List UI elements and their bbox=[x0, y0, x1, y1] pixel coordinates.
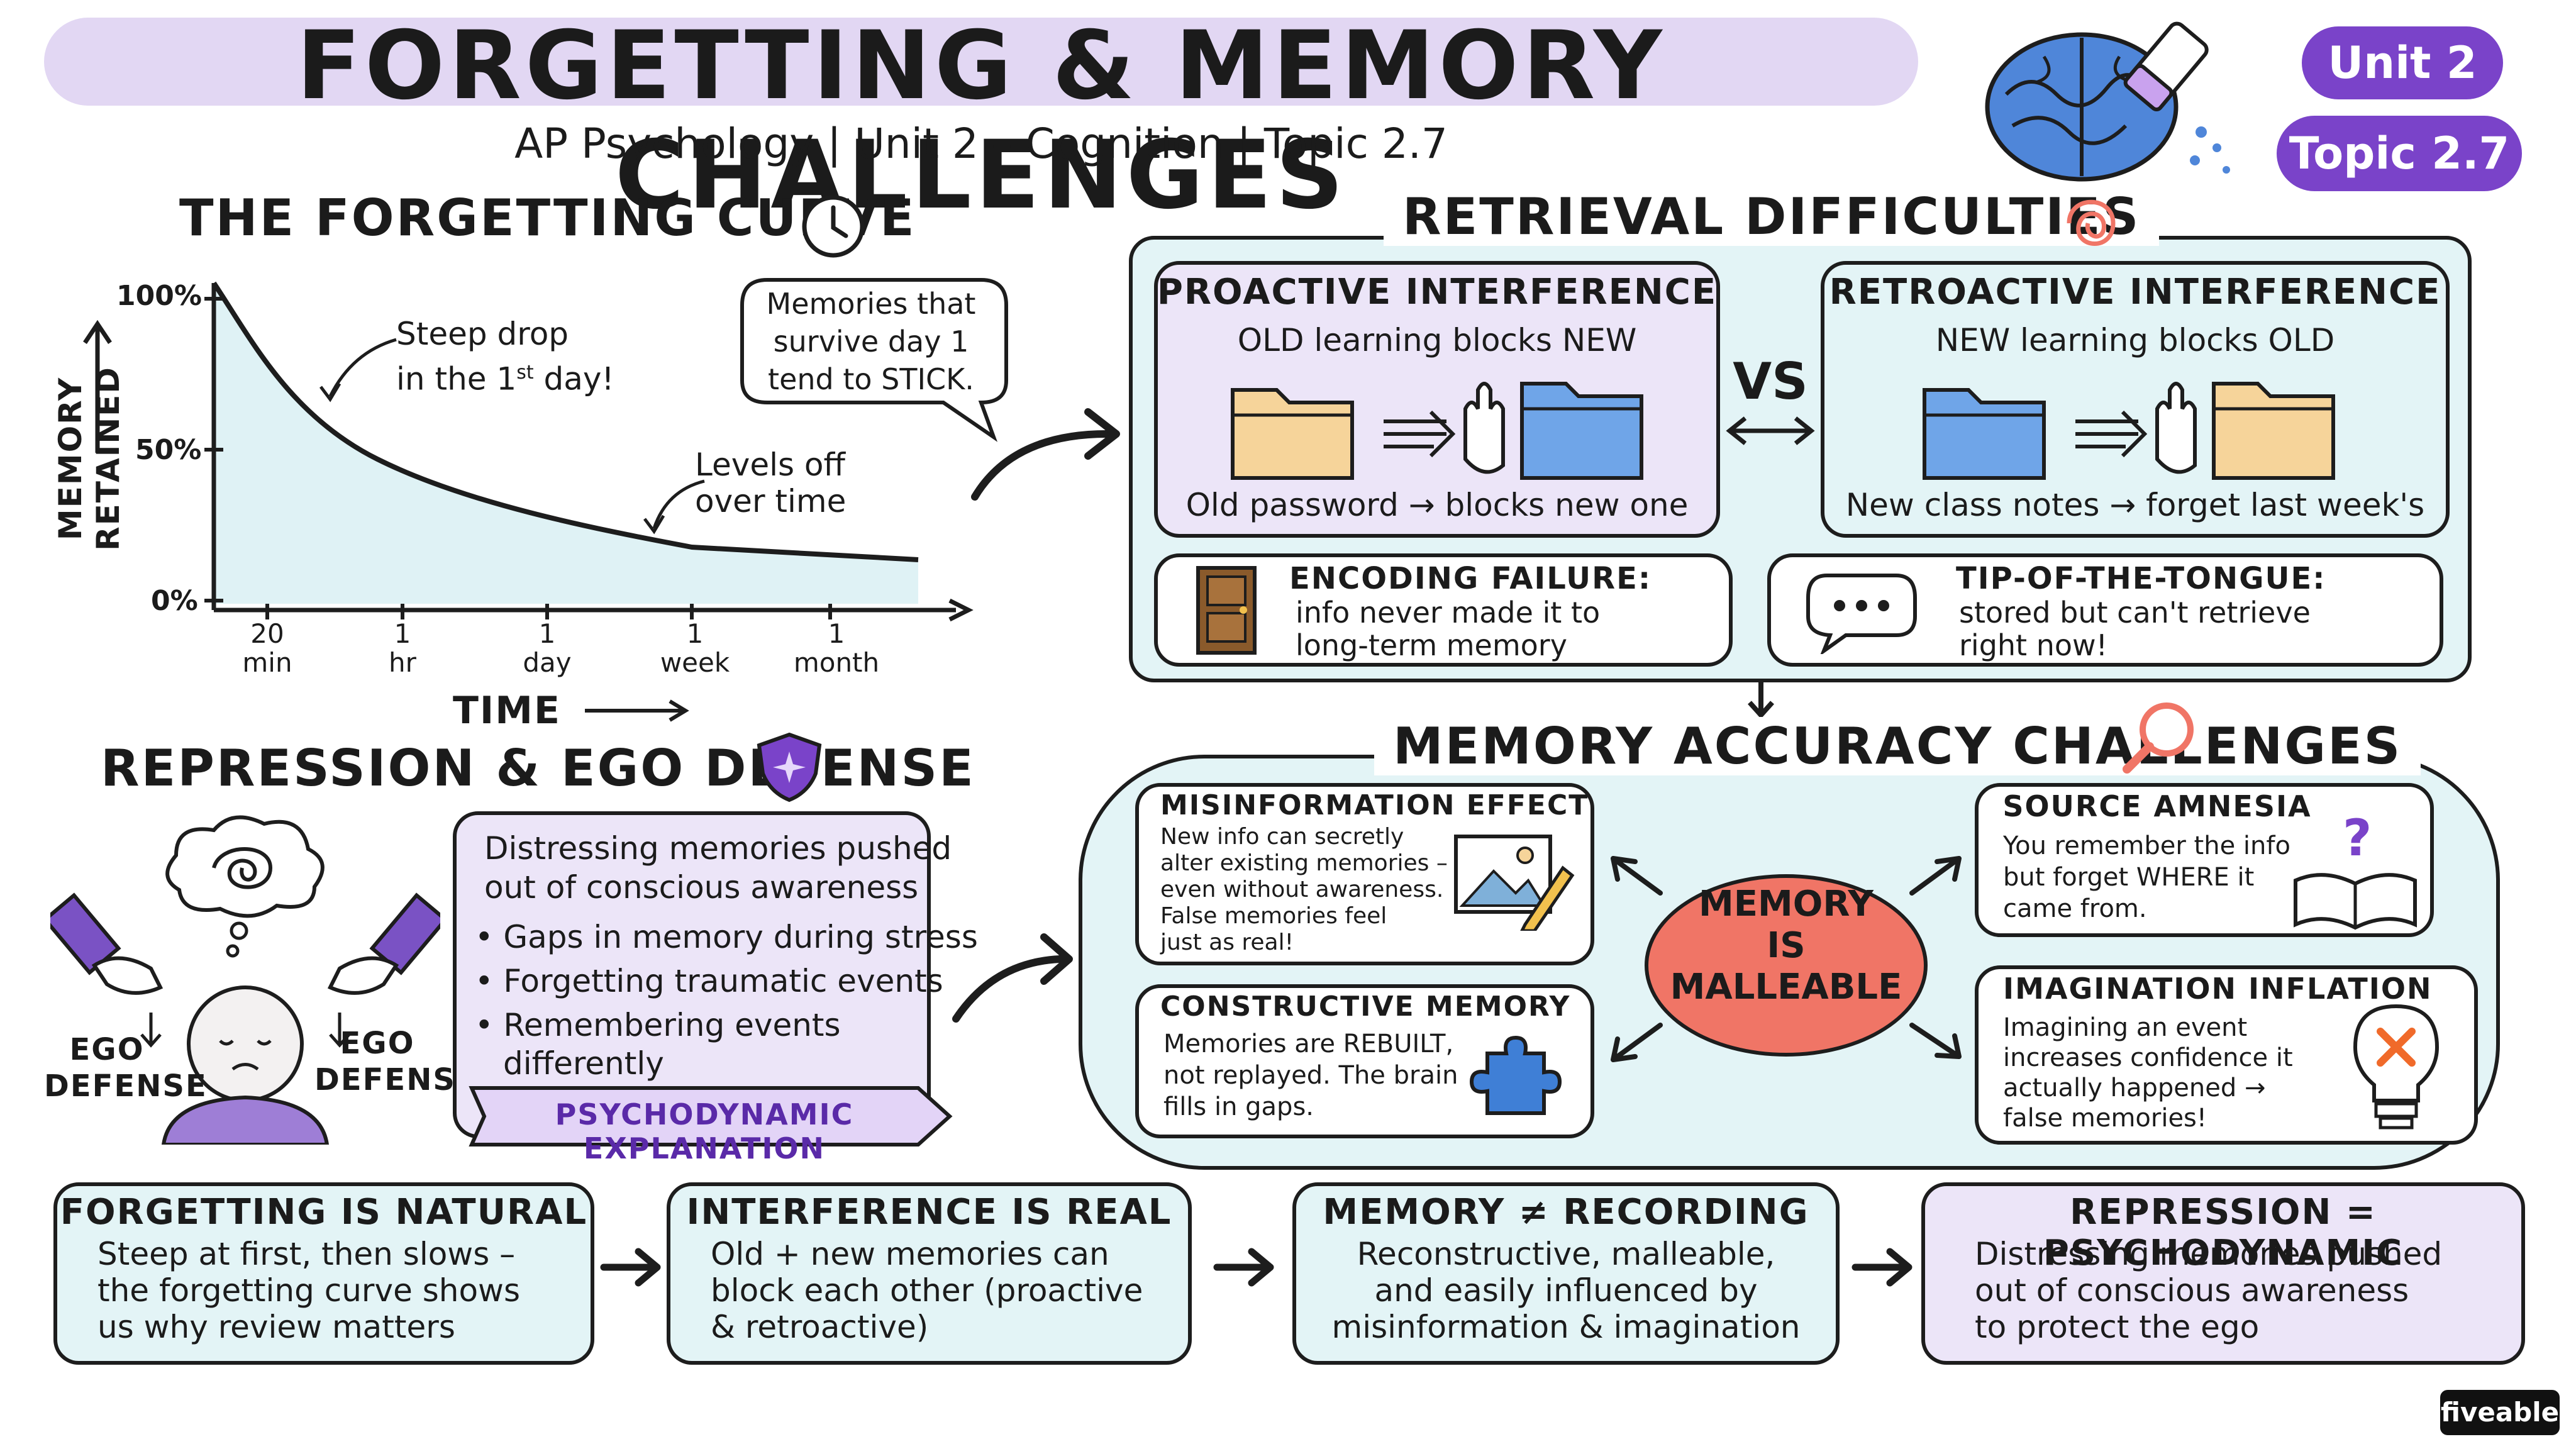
summary-arrow-1 bbox=[600, 1248, 661, 1287]
arrow-to-accuracy bbox=[952, 933, 1073, 1023]
steep-drop-annotation: Steep drop in the 1st day! bbox=[396, 316, 614, 397]
shield-icon bbox=[757, 732, 822, 802]
repression-bullet-continuation: differently bbox=[503, 1045, 664, 1082]
list-item: Remembering events bbox=[475, 1003, 978, 1047]
svg-text:?: ? bbox=[2343, 811, 2372, 867]
unit-badge: Unit 2 bbox=[2302, 26, 2503, 99]
ego-defense-label-right: EGO DEFENSE bbox=[314, 1026, 478, 1097]
tip-of-tongue-heading: TIP-OF-THE-TONGUE: bbox=[1956, 561, 2326, 596]
fiveable-logo: fiveable bbox=[2440, 1390, 2560, 1435]
retrieval-title: RETRIEVAL DIFFICULTIES bbox=[1384, 187, 2160, 246]
misinformation-heading: MISINFORMATION EFFECT bbox=[1160, 789, 1589, 821]
door-icon bbox=[1196, 566, 1257, 655]
arrow-to-retrieval bbox=[971, 408, 1120, 501]
title-highlight bbox=[44, 18, 1918, 106]
psychodynamic-banner: PSYCHODYNAMIC EXPLANATION bbox=[555, 1097, 854, 1165]
chat-bubble-icon bbox=[1806, 574, 1917, 654]
y-tick-100: 100% bbox=[116, 280, 202, 312]
misinformation-text: New info can secretly alter existing mem… bbox=[1160, 824, 1448, 955]
encoding-failure-text: info never made it to long-term memory bbox=[1296, 596, 1601, 662]
retroactive-folders-illustration bbox=[1923, 382, 2335, 480]
page-subtitle: AP Psychology | Unit 2 – Cognition | Top… bbox=[514, 119, 1448, 168]
brain-eraser-icon bbox=[1985, 21, 2230, 182]
tangled-thought-icon bbox=[2067, 199, 2116, 246]
ego-defense-label-left: EGO DEFENSE bbox=[44, 1032, 208, 1104]
repression-bullets: Gaps in memory during stress Forgetting … bbox=[475, 915, 978, 1047]
proactive-folders-illustration bbox=[1231, 382, 1643, 480]
retroactive-example: New class notes → forget last week's bbox=[1845, 487, 2425, 523]
memory-malleable-label: MEMORY IS MALLEABLE bbox=[1670, 884, 1902, 1008]
puzzle-piece-icon bbox=[1469, 1035, 1562, 1115]
open-book-question-icon: ? bbox=[2294, 811, 2417, 930]
speech-bubble bbox=[740, 278, 1008, 442]
imagination-inflation-text: Imagining an event increases confidence … bbox=[2003, 1013, 2293, 1133]
accuracy-title: MEMORY ACCURACY CHALLENGES bbox=[1374, 717, 2421, 775]
imagination-inflation-heading: IMAGINATION INFLATION bbox=[2003, 972, 2433, 1006]
summary-heading: FORGETTING IS NATURAL bbox=[60, 1192, 588, 1233]
topic-badge: Topic 2.7 bbox=[2277, 116, 2522, 191]
forgetting-curve-chart bbox=[83, 281, 974, 722]
repression-title: REPRESSION & EGO DEFENSE bbox=[101, 739, 975, 797]
retroactive-subheading: NEW learning blocks OLD bbox=[1935, 322, 2335, 358]
proactive-example: Old password → blocks new one bbox=[1185, 487, 1689, 523]
summary-arrow-2 bbox=[1213, 1248, 1274, 1287]
constructive-heading: CONSTRUCTIVE MEMORY bbox=[1160, 991, 1571, 1023]
magnifying-glass-icon bbox=[2123, 702, 2194, 774]
vs-label: VS bbox=[1733, 352, 1808, 411]
summary-heading: REPRESSION = PSYCHODYNAMIC bbox=[2043, 1192, 2404, 1274]
retroactive-heading: RETROACTIVE INTERFERENCE bbox=[1829, 272, 2441, 313]
encoding-failure-heading: ENCODING FAILURE: bbox=[1289, 561, 1652, 596]
clock-icon bbox=[802, 195, 865, 258]
summary-text: Reconstructive, malleable, and easily in… bbox=[1331, 1236, 1801, 1345]
bubble-text: Memories that survive day 1 tend to STIC… bbox=[766, 287, 976, 396]
proactive-subheading: OLD learning blocks NEW bbox=[1237, 322, 1637, 358]
list-item: Forgetting traumatic events bbox=[475, 959, 978, 1003]
summary-card-interference bbox=[667, 1182, 1192, 1365]
banner-ribbon bbox=[469, 1086, 953, 1146]
summary-heading: MEMORY ≠ RECORDING bbox=[1323, 1192, 1809, 1233]
constructive-text: Memories are REBUILT, not replayed. The … bbox=[1163, 1030, 1458, 1121]
page-title: FORGETTING & MEMORY CHALLENGES bbox=[296, 11, 1666, 230]
source-amnesia-heading: SOURCE AMNESIA bbox=[2002, 789, 2312, 823]
tip-of-tongue-text: stored but can't retrieve right now! bbox=[1959, 596, 2311, 662]
picture-pencil-icon bbox=[1454, 835, 1575, 931]
ego-defense-illustration bbox=[50, 815, 440, 1145]
summary-arrow-3 bbox=[1852, 1248, 1913, 1287]
list-item: Gaps in memory during stress bbox=[475, 915, 978, 959]
lightbulb-x-icon bbox=[2353, 1004, 2440, 1130]
source-amnesia-text: You remember the info but forget WHERE i… bbox=[2003, 831, 2290, 923]
y-tick-50: 50% bbox=[135, 434, 202, 466]
y-axis-label: MEMORY RETAINED bbox=[52, 366, 126, 551]
proactive-heading: PROACTIVE INTERFERENCE bbox=[1157, 272, 1718, 313]
summary-text: Steep at first, then slows – the forgett… bbox=[97, 1236, 520, 1345]
levels-off-annotation: Levels off over time bbox=[695, 447, 847, 519]
summary-heading: INTERFERENCE IS REAL bbox=[686, 1192, 1172, 1233]
double-arrow-icon bbox=[1726, 416, 1815, 445]
summary-card-forgetting bbox=[53, 1182, 594, 1365]
summary-card-repression bbox=[1921, 1182, 2525, 1365]
memory-malleable-oval bbox=[1645, 874, 1928, 1057]
forgetting-curve-title: THE FORGETTING CURVE bbox=[179, 189, 916, 247]
summary-text: Distressing memories pushed out of consc… bbox=[1975, 1236, 2443, 1345]
oval-connector-arrows bbox=[1611, 856, 1962, 1062]
y-tick-0: 0% bbox=[151, 585, 198, 617]
repression-intro: Distressing memories pushed out of consc… bbox=[484, 830, 952, 906]
down-arrow-icon bbox=[1748, 679, 1774, 719]
x-axis-label: TIME bbox=[453, 689, 561, 733]
summary-text: Old + new memories can block each other … bbox=[711, 1236, 1143, 1345]
summary-card-memory-recording bbox=[1292, 1182, 1840, 1365]
